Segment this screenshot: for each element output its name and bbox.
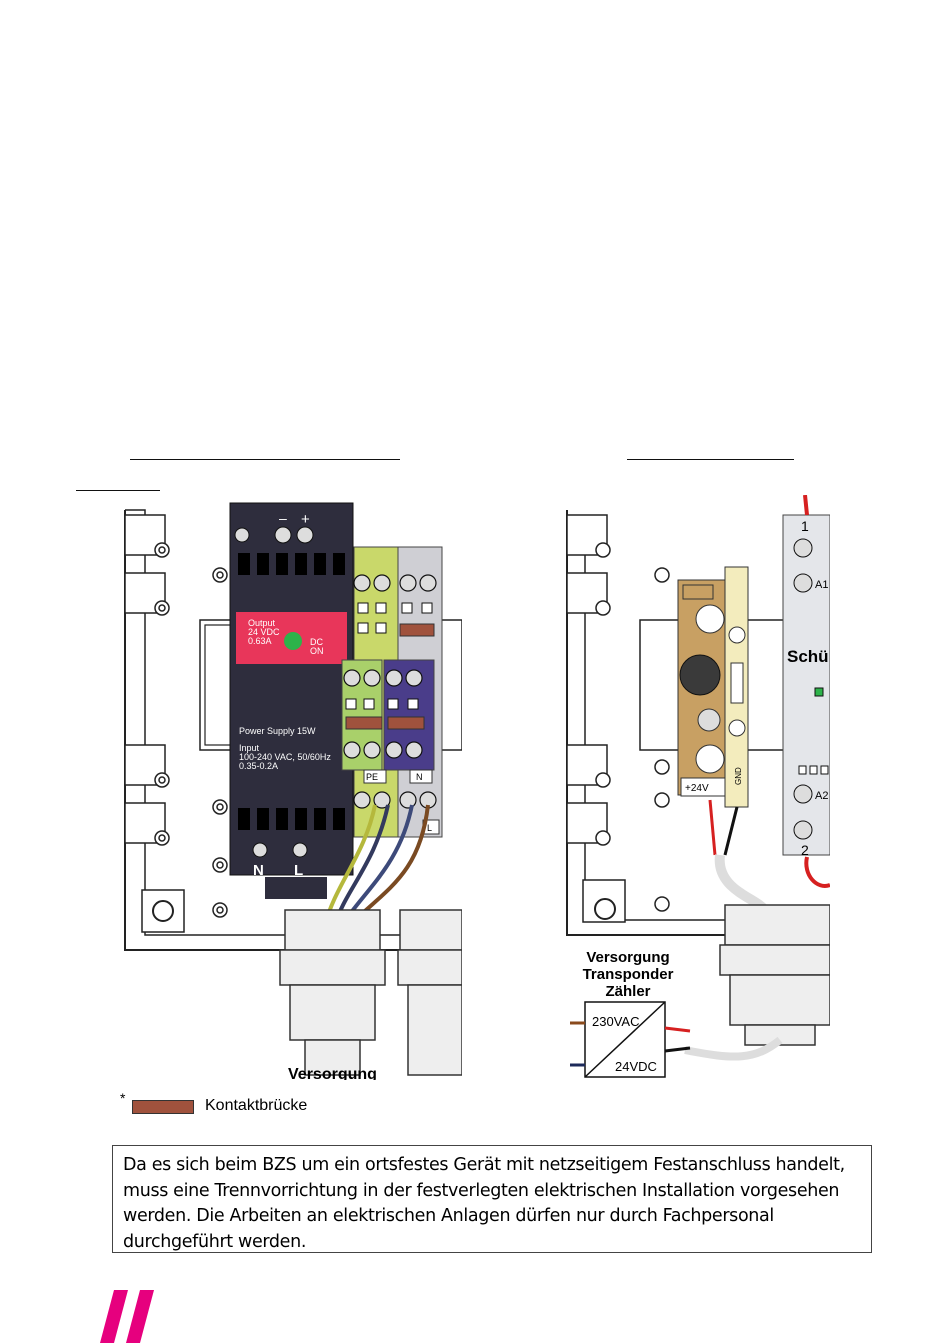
psu-input-line2: 100-240 VAC, 50/60Hz [239, 752, 331, 762]
legend-label: Kontaktbrücke [205, 1097, 308, 1114]
right-caption-line2: Transponder [583, 966, 674, 983]
heading-underline-right [627, 459, 794, 460]
heading-underline-left [130, 459, 400, 460]
psu-title: Power Supply 15W [239, 726, 316, 736]
contactor-label: Schü [787, 647, 829, 666]
converter-input-label: 230VAC [592, 1014, 639, 1029]
right-wiring-diagram: 1 A1 Schü A2 2 +24V GND 230VAC 24VDC Ver… [555, 495, 830, 1087]
psu-led-line1: DC [310, 637, 323, 647]
converter-output-label: 24VDC [615, 1059, 657, 1074]
terminal-n-label: N [416, 772, 423, 782]
safety-notice: Da es sich beim BZS um ein ortsfestes Ge… [112, 1145, 872, 1253]
left-figure-caption: Versorgung [288, 1066, 377, 1080]
contact-bridge-legend: * Kontaktbrücke [120, 1090, 380, 1120]
brand-logo-icon [100, 1290, 154, 1343]
transponder-24v-label: +24V [685, 783, 709, 794]
psu-output-line2: 24 VDC [248, 627, 280, 637]
psu-output-line1: Output [248, 618, 276, 628]
heading-underline-small [76, 490, 160, 491]
psu-input-line1: Input [239, 743, 260, 753]
transponder-gnd-label: GND [734, 767, 743, 785]
terminal-pe-label: PE [366, 772, 378, 782]
psu-input-line3: 0.35-0.2A [239, 761, 278, 771]
legend-marker: * [120, 1090, 126, 1106]
psu-terminal-l: L [294, 862, 303, 879]
contactor-terminal-a1: A1 [815, 579, 828, 591]
terminal-l-label: L [427, 823, 432, 833]
psu-terminal-n: N [253, 862, 264, 879]
contactor-terminal-2: 2 [801, 842, 809, 858]
psu-plus-label: + [301, 511, 310, 528]
psu-led-line2: ON [310, 646, 324, 656]
psu-output-line3: 0.63A [248, 636, 272, 646]
left-wiring-diagram: – + Output 24 VDC 0.63A DC ON Power Supp… [120, 495, 462, 1080]
contactor-terminal-1: 1 [801, 518, 809, 534]
psu-minus-label: – [279, 510, 287, 526]
right-caption-line1: Versorgung [586, 949, 669, 966]
contactor-terminal-a2: A2 [815, 790, 828, 802]
right-caption-line3: Zähler [605, 983, 650, 1000]
contact-bridge-swatch [132, 1100, 194, 1114]
